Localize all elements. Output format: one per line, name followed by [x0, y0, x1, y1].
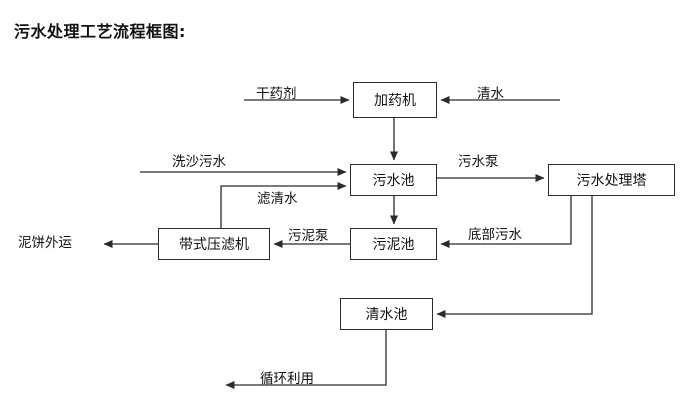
edge-label-filtrate-water: 滤清水 — [257, 191, 298, 207]
edge-label-clean-water: 清水 — [477, 86, 504, 102]
page-title: 污水处理工艺流程框图: — [14, 22, 186, 41]
edge-label-sewage-pump: 污水泵 — [458, 154, 499, 170]
node-treatment-tower[interactable]: 污水处理塔 — [548, 164, 675, 196]
edge-label-recycle-use: 循环利用 — [260, 371, 314, 387]
node-dosing-machine[interactable]: 加药机 — [353, 82, 437, 118]
wire-tower-to-clear-water-pool — [436, 196, 593, 318]
edge-label-sand-wash-sewage: 洗沙污水 — [172, 154, 226, 170]
node-clear-water-pool[interactable]: 清水池 — [340, 298, 433, 330]
terminal-label-mud-cake-out: 泥饼外运 — [18, 235, 72, 251]
edge-label-dry-reagent: 干药剂 — [256, 86, 297, 102]
node-sewage-pool[interactable]: 污水池 — [350, 164, 437, 196]
node-sludge-pool[interactable]: 污泥池 — [350, 228, 437, 260]
node-belt-filter-press[interactable]: 带式压滤机 — [158, 228, 270, 260]
edge-label-bottom-sewage: 底部污水 — [468, 227, 522, 243]
edge-label-sludge-pump: 污泥泵 — [288, 228, 329, 244]
